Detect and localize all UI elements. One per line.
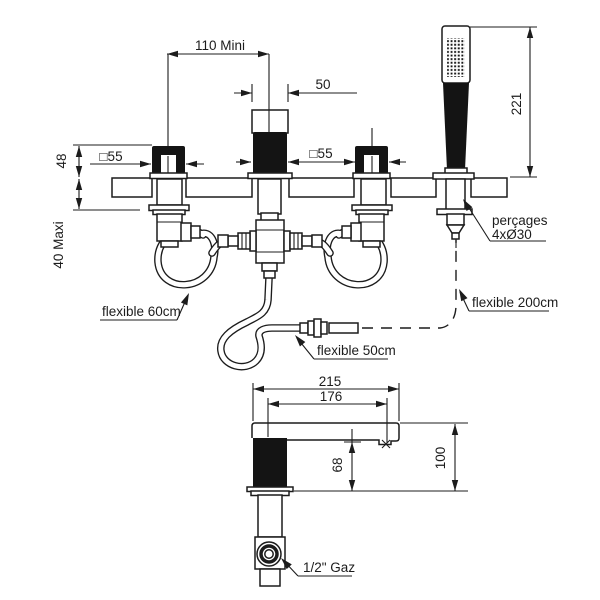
flexible-60-label: flexible 60cm [102,304,181,319]
flexible-50-label: flexible 50cm [317,343,396,358]
spout-body [253,438,287,487]
annotation-flexible-60: flexible 60cm [100,293,189,321]
gaz-label: 1/2" Gaz [303,560,355,575]
hand-shower-handle [443,83,469,170]
dim-68-label: 68 [330,457,345,472]
dimension-48: 48 [54,144,152,177]
left-handle-valve [148,54,201,248]
deck [111,177,508,198]
annotation-percages: perçages 4xØ30 [463,199,548,242]
annotation-gaz: 1/2" Gaz [281,558,355,577]
dimension-55-left: □55 [90,149,204,168]
flexible-200-label: flexible 200cm [472,295,558,310]
diverter-top [251,109,289,134]
spout-side-view [246,422,400,587]
dim-215-label: 215 [319,374,342,389]
dimension-110-mini: 110 Mini [167,38,269,58]
dimension-215: 215 [252,374,400,421]
dimension-68: 68 [294,429,468,492]
diverter-mixer [217,54,323,279]
annotation-flexible-200: flexible 200cm [459,289,558,312]
dimension-221: 221 [470,26,537,178]
hand-shower-holder-plate [432,172,475,180]
outlet-marker [381,439,391,449]
right-handle-valve [341,128,393,248]
dimension-50: 50 [234,77,357,102]
diverter-body [253,132,287,174]
dimension-176: 176 [267,389,388,443]
hose-flexible-50cm-outlet [217,274,359,371]
hose-flexible-200cm-dashed [362,240,457,329]
dim-50-label: 50 [315,77,330,92]
dim-55-right-label: □55 [309,146,332,161]
dim-221-label: 221 [509,93,524,116]
dim-55-left-label: □55 [99,149,122,164]
dimension-40-maxi: 40 Maxi [51,179,140,269]
dimension-55-right: □55 [236,146,406,166]
dimension-100: 100 [400,422,468,491]
dim-176-label: 176 [320,389,343,404]
dim-40-maxi-label: 40 Maxi [51,221,66,268]
annotation-flexible-50: flexible 50cm [295,335,396,360]
dim-100-label: 100 [433,447,448,470]
hand-shower-spray-face [447,38,465,77]
percages-label-line1: perçages [492,213,548,228]
dim-48-label: 48 [54,153,69,168]
hand-shower [432,25,475,248]
dim-110-label: 110 Mini [195,38,245,53]
percages-label-line2: 4xØ30 [492,227,532,242]
